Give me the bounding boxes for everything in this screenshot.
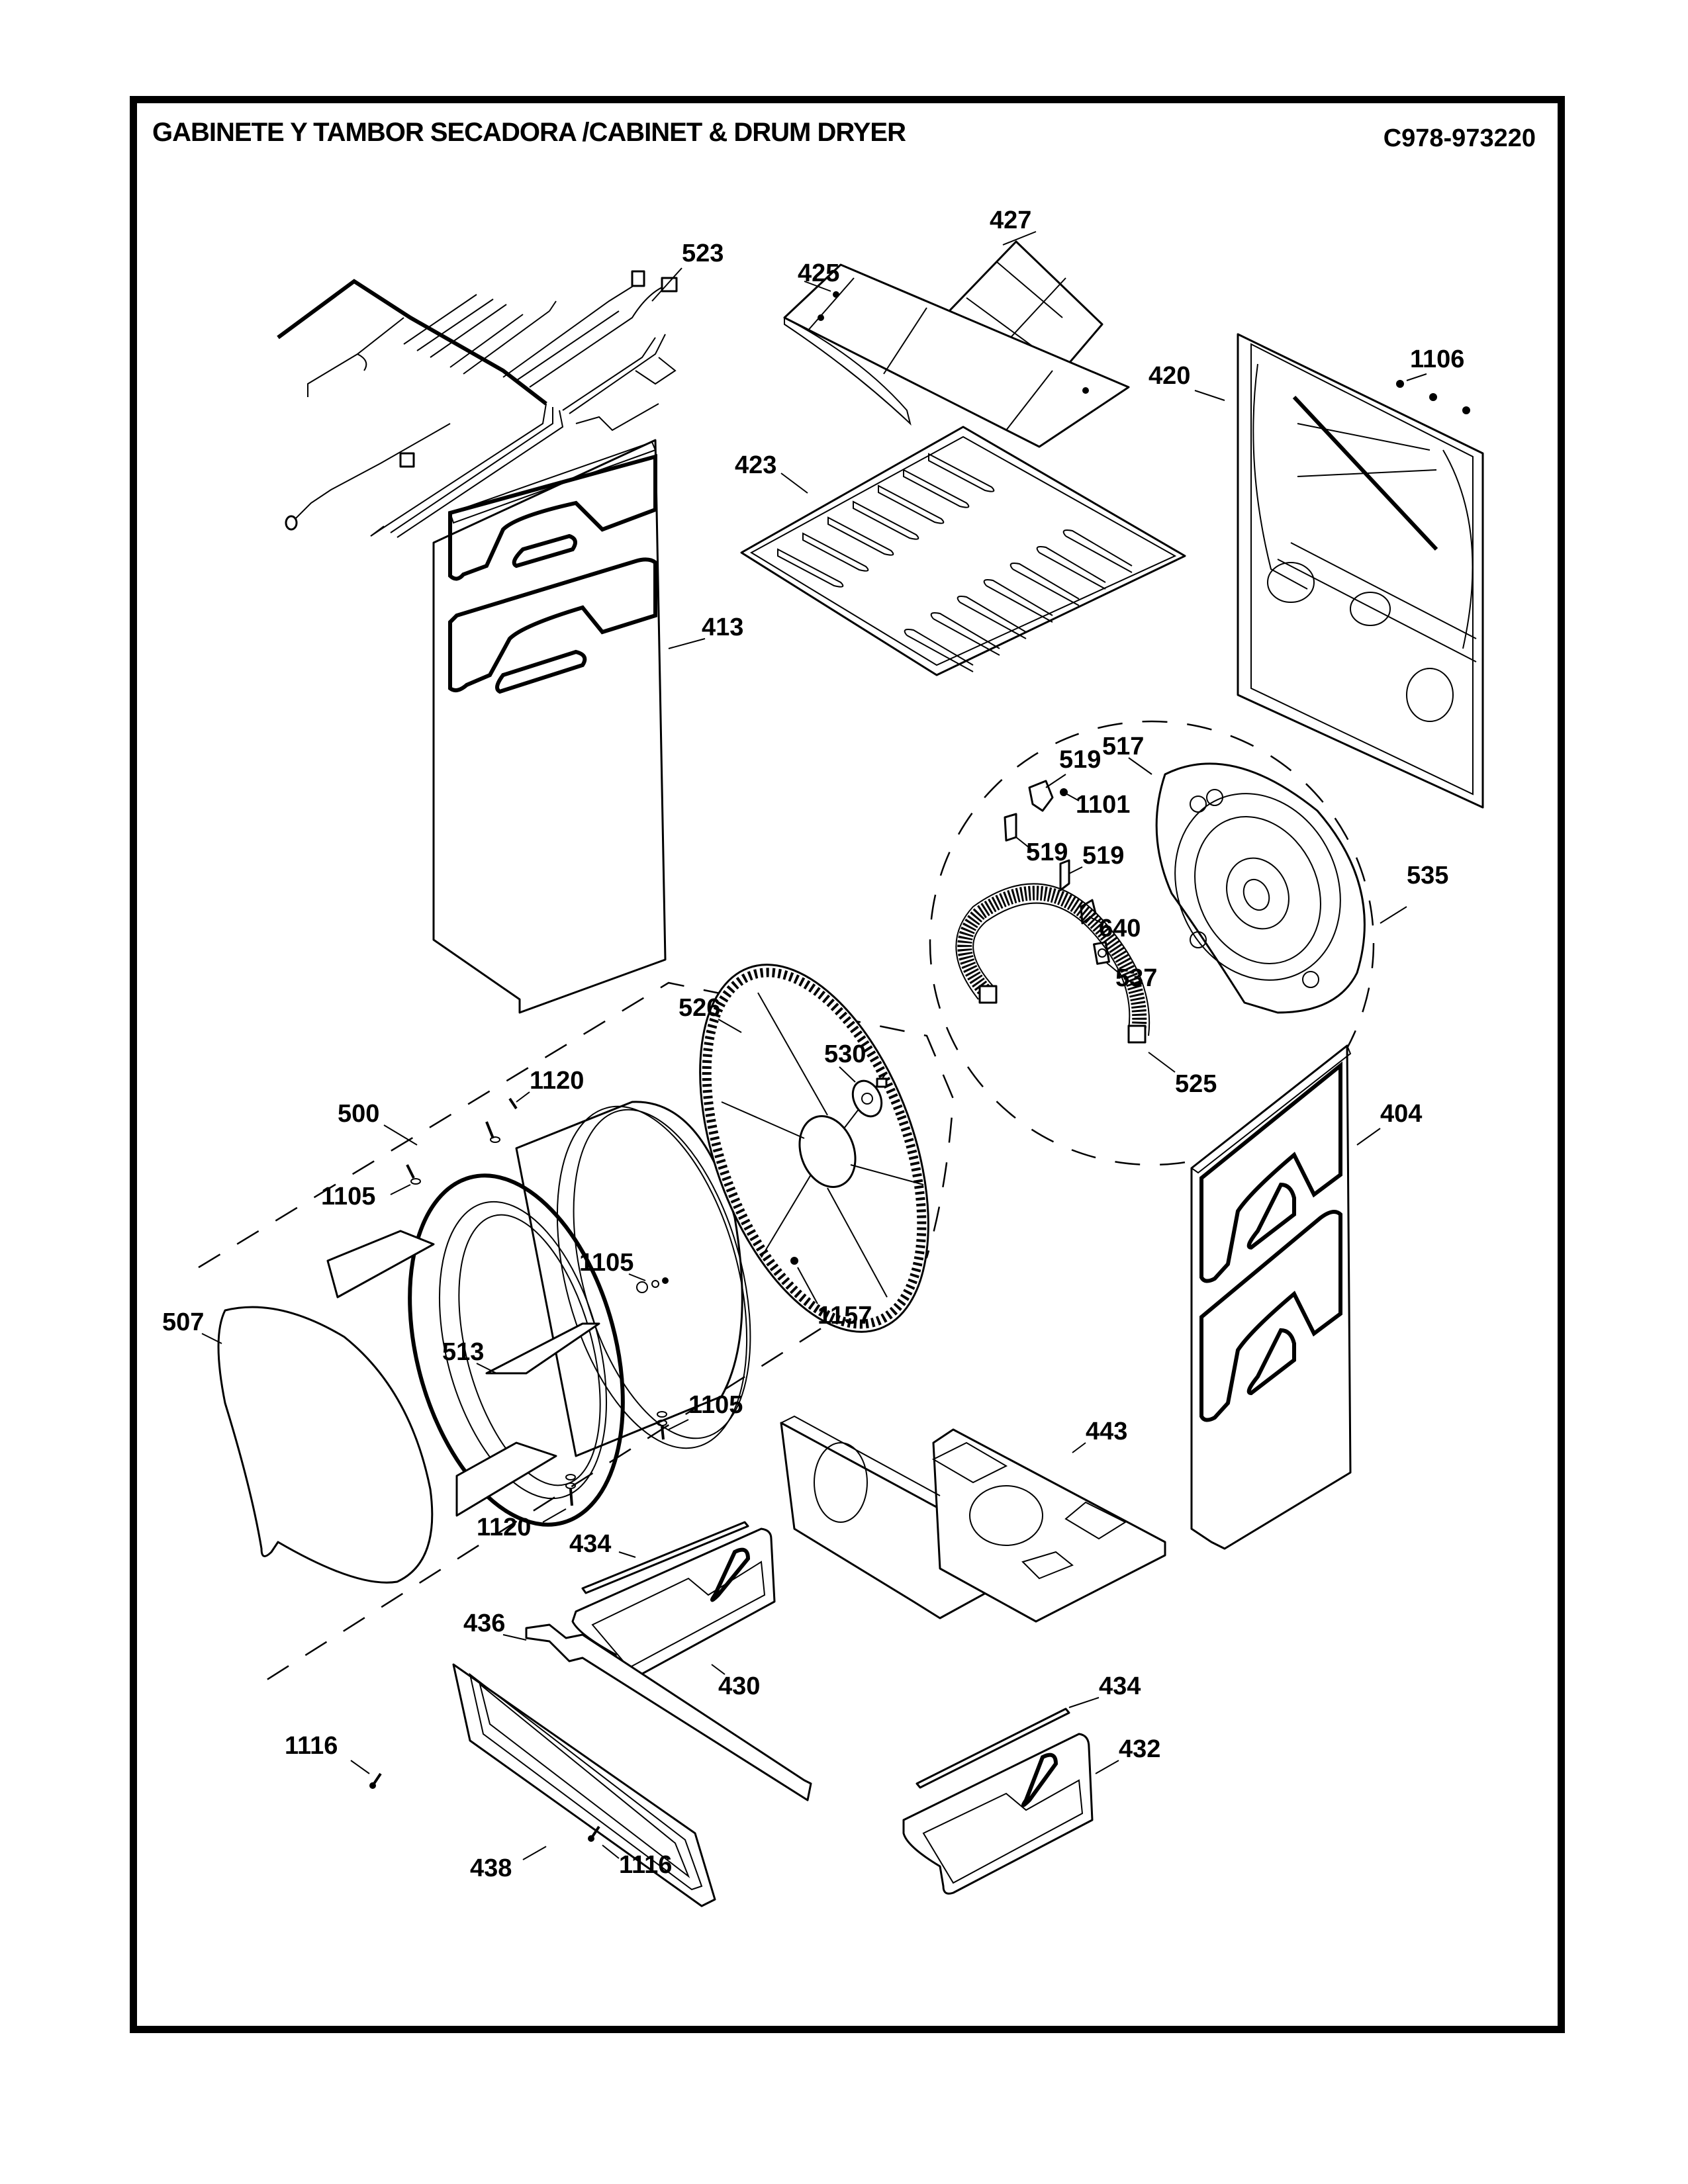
- label-525: 525: [1175, 1070, 1217, 1098]
- part-519-bracket-a[interactable]: [1028, 774, 1066, 812]
- part-423-top-base-pan[interactable]: [740, 426, 1186, 676]
- part-404-right-side-panel[interactable]: [1190, 1044, 1381, 1550]
- label-413: 413: [702, 614, 743, 641]
- label-434-left: 434: [569, 1530, 611, 1558]
- diagram-code: C978-973220: [1383, 124, 1536, 152]
- pan-rib: [928, 453, 995, 492]
- diagram-title: GABINETE Y TAMBOR SECADORA /CABINET & DR…: [152, 118, 906, 147]
- pan-rib: [878, 484, 945, 524]
- pan-rib: [930, 612, 1000, 656]
- label-1105-middle: 1105: [579, 1249, 633, 1277]
- pan-rib: [1036, 546, 1106, 590]
- pan-rib: [853, 500, 919, 540]
- part-1116-screw-right[interactable]: [588, 1825, 620, 1859]
- pan-rib: [904, 629, 974, 672]
- diagram-frame: [130, 96, 1565, 2033]
- part-436-toe-kick-bracket[interactable]: [502, 1623, 812, 1801]
- part-526-rear-drum-screen[interactable]: [655, 934, 973, 1363]
- part-530-drum-bearing[interactable]: [839, 1066, 888, 1121]
- label-1120-upper: 1120: [530, 1067, 584, 1095]
- part-443-base-assembly[interactable]: [780, 1415, 1166, 1623]
- label-1116-right: 1116: [619, 1851, 672, 1879]
- label-507: 507: [162, 1308, 204, 1336]
- label-404: 404: [1380, 1100, 1422, 1128]
- label-434-right: 434: [1099, 1672, 1141, 1700]
- part-425-top-cover-panel[interactable]: [783, 263, 1130, 448]
- label-640: 640: [1099, 915, 1141, 942]
- label-535: 535: [1407, 862, 1448, 889]
- part-438-toe-kick-panel[interactable]: [452, 1663, 716, 1907]
- label-427: 427: [990, 206, 1031, 234]
- label-1116-left: 1116: [285, 1732, 338, 1760]
- part-1105-washer-upper[interactable]: [390, 1164, 421, 1195]
- part-513-drum-baffle[interactable]: [476, 1322, 600, 1375]
- part-525-heater-element[interactable]: [955, 883, 1176, 1073]
- part-519-bracket-b[interactable]: [1004, 813, 1033, 851]
- part-434-gasket-strip-right[interactable]: [915, 1697, 1100, 1789]
- pan-rib: [1062, 529, 1133, 573]
- label-517: 517: [1102, 733, 1144, 760]
- part-1120-screw-lower[interactable]: [542, 1474, 576, 1523]
- part-1101-screw[interactable]: [1060, 788, 1080, 801]
- part-1116-screw-left[interactable]: [350, 1760, 382, 1789]
- pan-rib: [903, 469, 970, 508]
- label-1157: 1157: [818, 1302, 872, 1330]
- part-1157-screw[interactable]: [790, 1257, 818, 1304]
- group-outline-535: [929, 720, 1375, 1166]
- label-523: 523: [682, 240, 724, 267]
- label-420: 420: [1149, 362, 1190, 390]
- pan-rib: [957, 596, 1027, 639]
- label-1101: 1101: [1076, 791, 1130, 819]
- label-432: 432: [1119, 1735, 1160, 1763]
- label-1105-lower: 1105: [688, 1391, 743, 1419]
- group-outline-500: [198, 981, 955, 1682]
- part-420-rear-panel[interactable]: [1194, 333, 1484, 809]
- label-430: 430: [718, 1672, 760, 1700]
- pan-rib: [777, 548, 844, 588]
- part-507-front-bulkhead[interactable]: [201, 1306, 434, 1584]
- label-519-a: 519: [1059, 746, 1101, 774]
- part-413-left-side-panel[interactable]: [432, 439, 706, 1014]
- pan-rib: [983, 579, 1053, 623]
- part-1106-rear-panel-screws[interactable]: [1396, 373, 1470, 414]
- label-513: 513: [442, 1338, 484, 1366]
- label-1120-lower: 1120: [477, 1514, 531, 1541]
- label-425: 425: [798, 259, 839, 287]
- label-436: 436: [463, 1610, 505, 1637]
- label-443: 443: [1086, 1418, 1127, 1445]
- part-523-wire-harness[interactable]: [277, 267, 682, 538]
- part-434-gasket-strip-left[interactable]: [581, 1521, 749, 1594]
- part-1105-washer-middle[interactable]: [628, 1273, 669, 1293]
- part-517-rear-bulkhead[interactable]: [1128, 757, 1370, 1014]
- part-1105-washer-lower[interactable]: [657, 1411, 689, 1440]
- part-500-drum-assembly[interactable]: [326, 1085, 782, 1548]
- pan-rib: [1009, 563, 1080, 606]
- pan-rib: [827, 516, 894, 556]
- label-530: 530: [824, 1040, 866, 1068]
- part-1120-screw-upper[interactable]: [485, 1091, 530, 1143]
- label-438: 438: [470, 1854, 512, 1882]
- label-423: 423: [735, 451, 776, 479]
- label-519-b: 519: [1026, 839, 1068, 866]
- label-1106: 1106: [1410, 345, 1464, 373]
- label-500: 500: [338, 1100, 379, 1128]
- part-519-bracket-c[interactable]: [1059, 859, 1083, 891]
- pan-rib: [802, 532, 869, 572]
- label-519-c: 519: [1082, 842, 1124, 870]
- label-1105-upper: 1105: [321, 1183, 375, 1210]
- part-432-right-base-panel[interactable]: [902, 1733, 1119, 1895]
- label-526: 526: [679, 994, 720, 1022]
